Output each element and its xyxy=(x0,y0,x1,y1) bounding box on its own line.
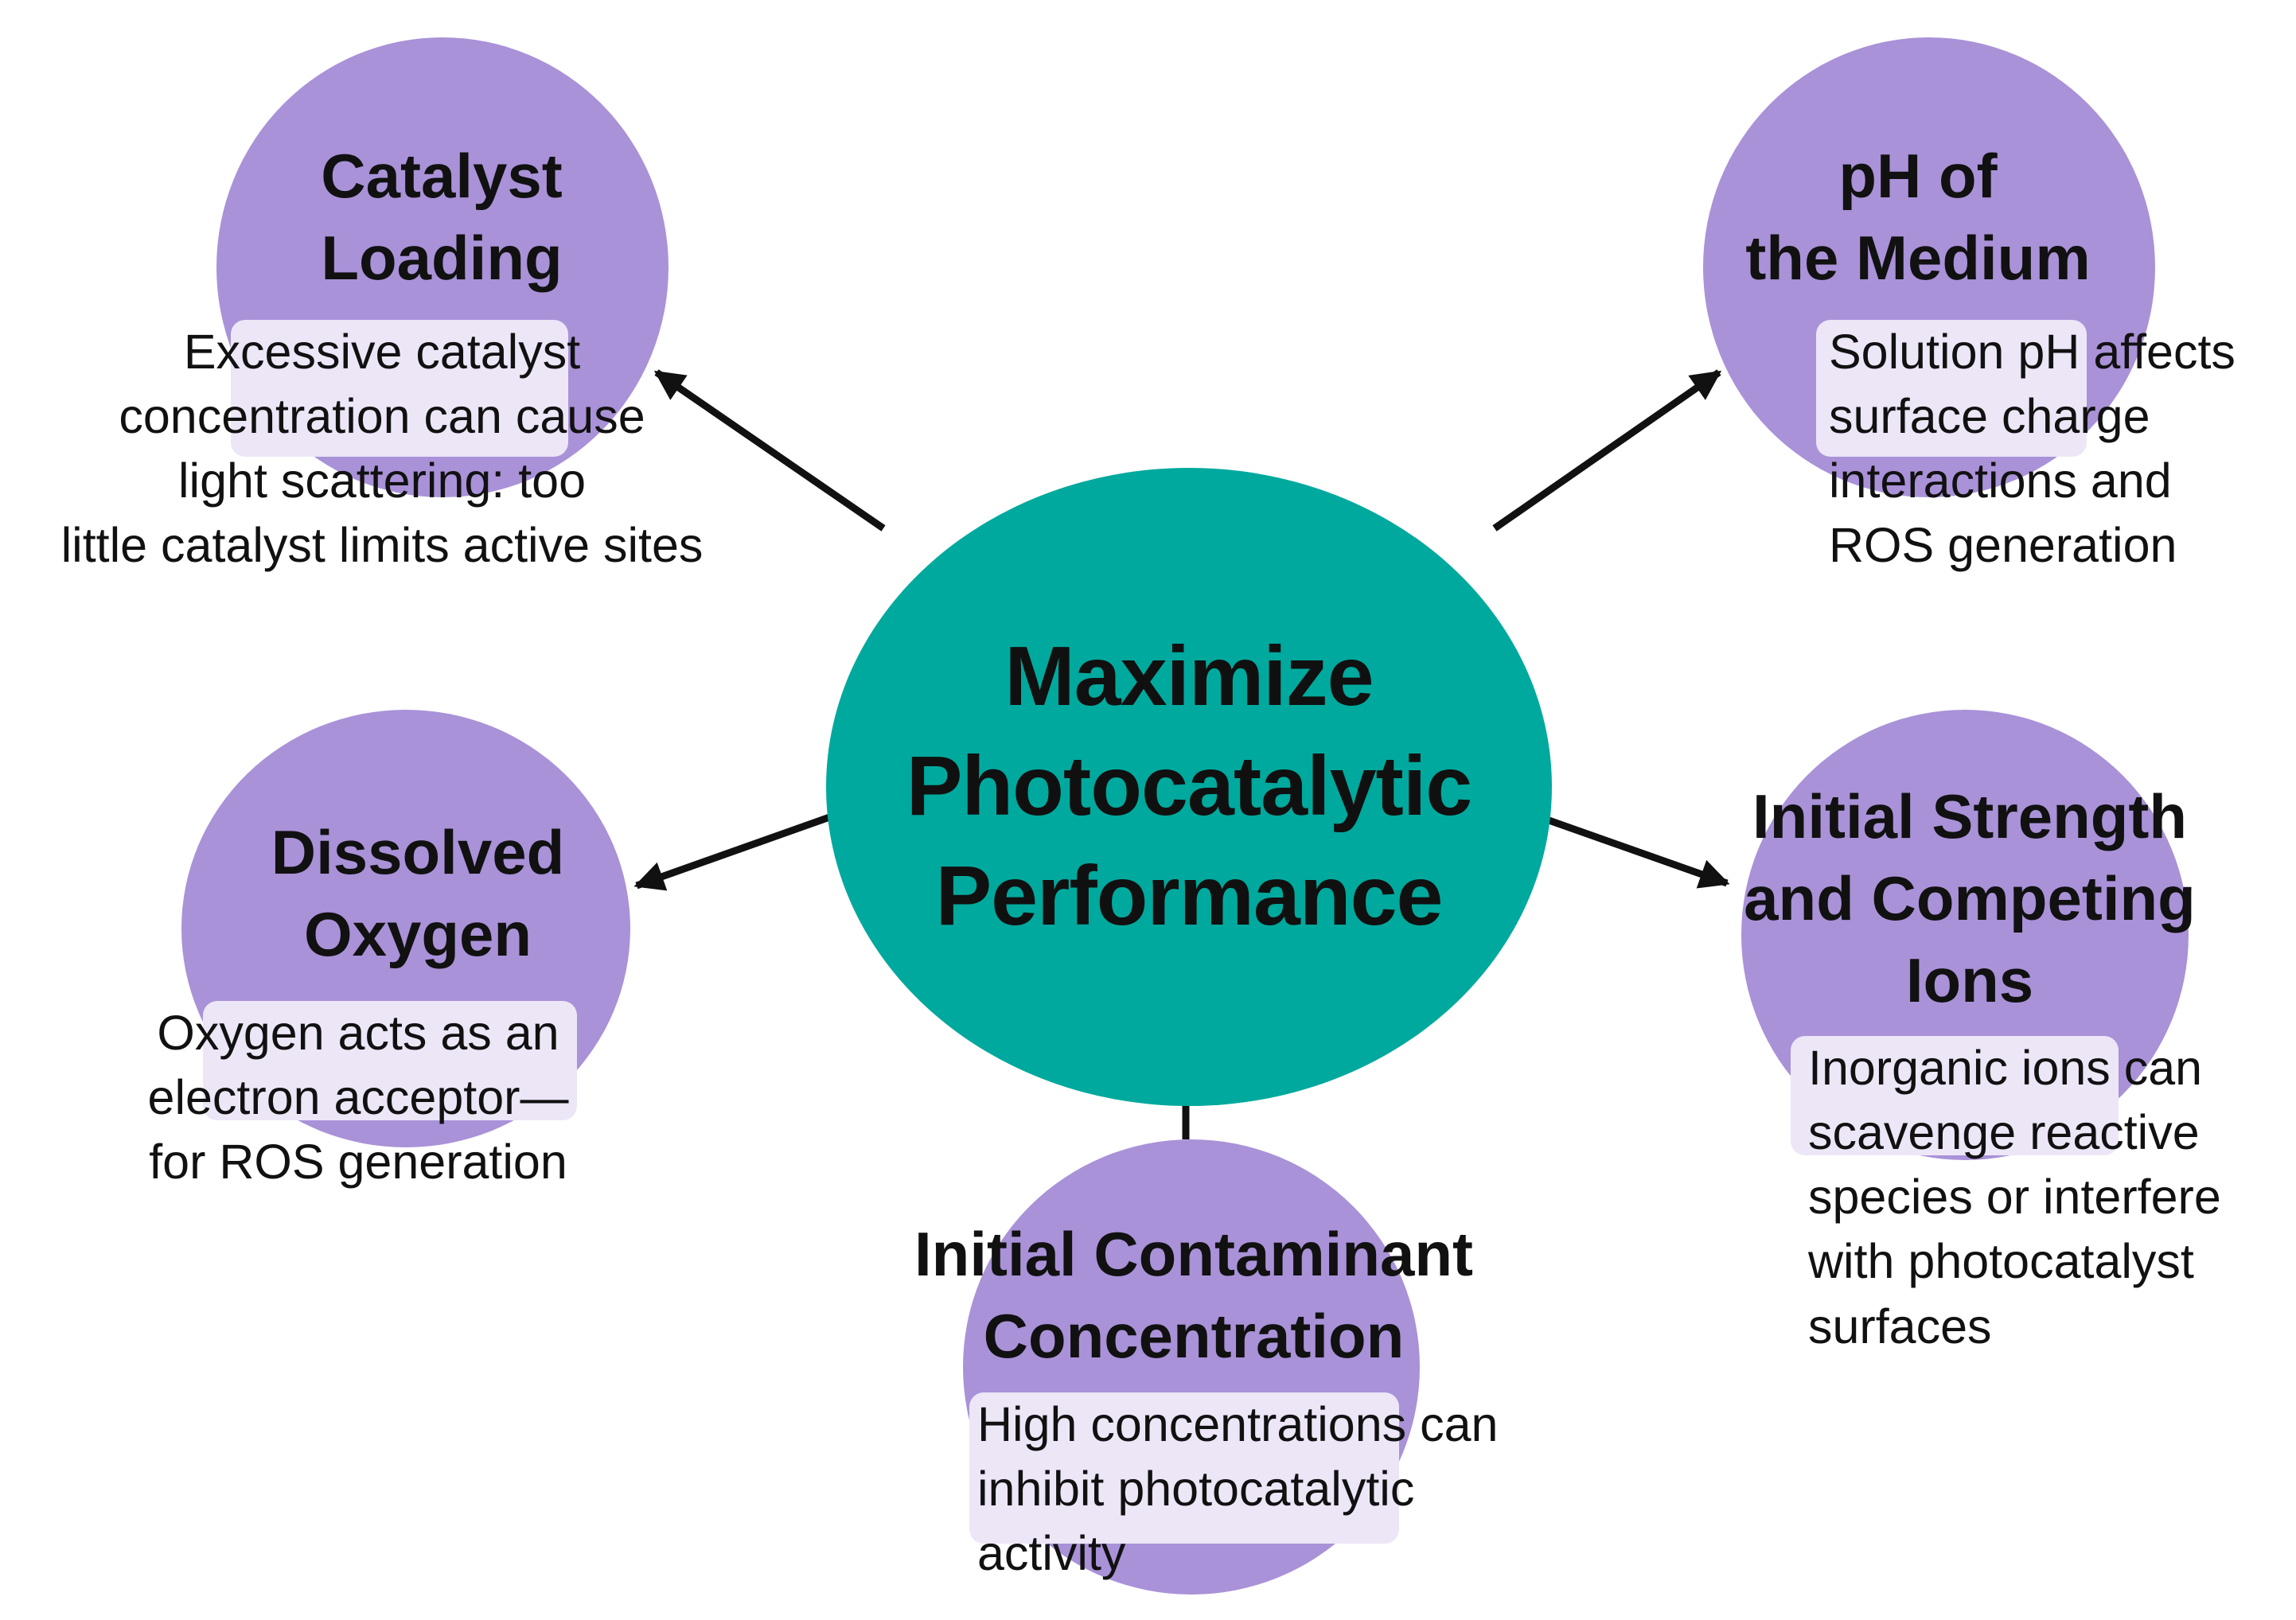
contaminant-concentration-label-bg xyxy=(969,1392,1399,1544)
catalyst-loading-label-bg xyxy=(231,320,568,457)
ph-medium-description: Solution pH affects surface charge inter… xyxy=(1829,325,2236,573)
arrow-to-ph-medium xyxy=(1492,369,1722,532)
center-node: Maximize Photocatalytic Performance xyxy=(826,468,1552,1106)
arrow-to-ionic-strength xyxy=(1538,813,1730,889)
contaminant-concentration-description: High concentrations can inhibit photocat… xyxy=(977,1397,1499,1581)
ionic-strength-label-bg xyxy=(1791,1036,2119,1155)
ph-medium-label-bg xyxy=(1816,320,2087,457)
dissolved-oxygen-label-bg xyxy=(203,1001,577,1120)
catalyst-loading-description: Excessive catalyst concentration can cau… xyxy=(60,325,704,573)
ionic-strength-title: Initial Strength and Competing Ions xyxy=(1744,781,2196,1015)
arrow-to-catalyst-loading xyxy=(653,369,886,532)
center-title: Maximize Photocatalytic Performance xyxy=(906,629,1473,943)
ionic-strength-description: Inorganic ions can scavenge reactive spe… xyxy=(1808,1041,2221,1353)
dissolved-oxygen-title: Dissolved Oxygen xyxy=(271,817,565,969)
ph-medium-title: pH of the Medium xyxy=(1745,141,2091,293)
catalyst-loading-title: Catalyst Loading xyxy=(321,141,563,293)
dissolved-oxygen-description: Oxygen acts as an electron acceptor— for… xyxy=(147,1006,569,1190)
contaminant-concentration-title: Initial Contaminant Concentration xyxy=(914,1219,1473,1371)
arrow-to-dissolved-oxygen xyxy=(633,812,836,891)
